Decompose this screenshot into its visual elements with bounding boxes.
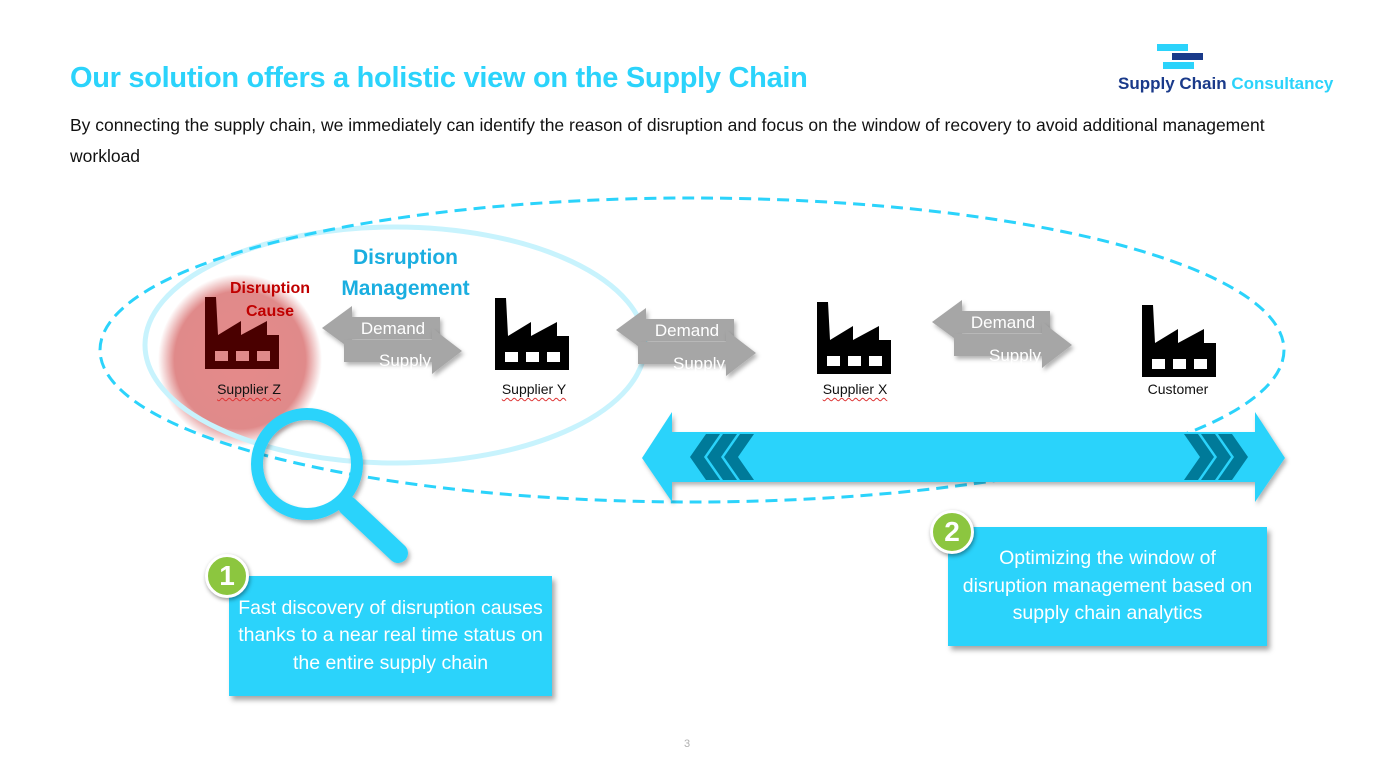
factory-icon	[495, 298, 569, 370]
demand-label: Demand	[360, 319, 426, 338]
double-arrow-icon	[642, 412, 1285, 502]
callout-fast-discovery: Fast discovery of disruption causes than…	[229, 576, 552, 696]
logo-text-primary: Supply Chain	[1118, 74, 1227, 93]
demand-label: Demand	[970, 313, 1036, 332]
step-badge-2: 2	[930, 510, 974, 554]
supply-label: Supply	[673, 354, 725, 373]
supply-chain-boundary	[98, 196, 1286, 504]
node-label-supplier-z: Supplier Z	[217, 381, 281, 397]
callout-text: Optimizing the window of disruption mana…	[962, 547, 1253, 625]
page-number: 3	[684, 738, 691, 750]
page-subtitle: By connecting the supply chain, we immed…	[70, 115, 1265, 166]
logo-text-secondary: Consultancy	[1231, 74, 1334, 93]
chevron-left-icon	[690, 434, 754, 480]
disruption-cause-label: Disruption Cause	[230, 280, 310, 320]
factory-icon	[1142, 305, 1216, 377]
callout-window-optimization: Optimizing the window of disruption mana…	[948, 527, 1267, 646]
node-label-supplier-y: Supplier Y	[501, 381, 567, 397]
page-title: Our solution offers a holistic view on t…	[70, 62, 808, 94]
supply-label: Supply	[989, 346, 1041, 365]
factory-icon	[205, 297, 279, 369]
factory-icon	[817, 302, 891, 374]
node-label-customer: Customer	[1147, 381, 1209, 397]
magnifier-icon	[251, 408, 408, 563]
step-badge-1: 1	[205, 554, 249, 598]
callout-text: Fast discovery of disruption causes than…	[238, 596, 543, 674]
chevron-right-icon	[1184, 434, 1248, 480]
disruption-management-label: Disruption Management	[341, 246, 470, 300]
logo-text: Supply Chain Consultancy	[1118, 74, 1333, 94]
logo-bars-icon	[1157, 44, 1203, 69]
node-label-supplier-x: Supplier X	[822, 381, 888, 397]
demand-label: Demand	[654, 321, 720, 340]
supply-label: Supply	[379, 351, 431, 370]
